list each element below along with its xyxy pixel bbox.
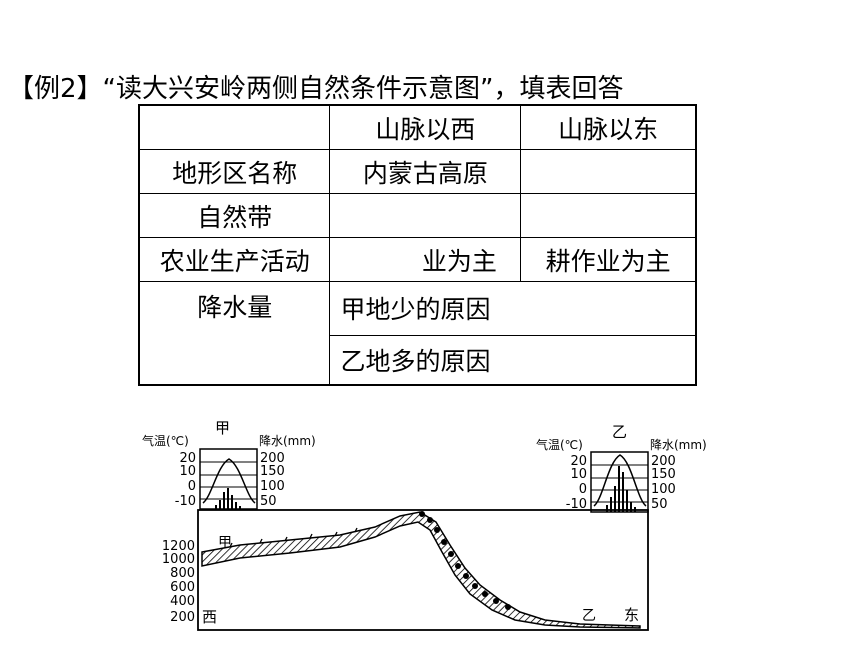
elevation-tick: 1200 — [162, 539, 195, 554]
rain-tick: 200 — [651, 454, 676, 469]
table-header-cell: 山脉以西 — [329, 104, 522, 150]
climate-chart-jia: 气温(℃) 甲 降水(mm) 20 10 0 -10 200 150 100 5… — [142, 419, 316, 510]
table-cell: 自然带 — [138, 193, 331, 238]
rain-bars — [215, 488, 241, 509]
elevation-tick: 1000 — [162, 552, 195, 567]
temp-tick: -10 — [566, 497, 587, 512]
rain-tick: 100 — [260, 479, 285, 494]
elevation-axis: 1200 1000 800 600 400 200 — [162, 539, 195, 625]
grass-marks — [229, 527, 358, 548]
temp-tick: 10 — [179, 464, 196, 479]
rain-tick: 150 — [260, 464, 285, 479]
table-cell: 内蒙古高原 — [329, 149, 522, 194]
rain-tick: 200 — [260, 451, 285, 466]
elevation-tick: 200 — [170, 610, 195, 625]
table-cell: 耕作业为主 — [520, 237, 697, 282]
profile-frame — [197, 509, 649, 631]
rain-tick: 50 — [651, 497, 668, 512]
rain-tick: 50 — [260, 494, 277, 509]
answer-table: 山脉以西 山脉以东 地形区名称 内蒙古高原 自然带 农业生产活动 业为主 耕作业… — [138, 104, 697, 386]
temp-tick: -10 — [175, 494, 196, 509]
terrain-band — [201, 511, 641, 629]
elevation-tick: 400 — [170, 594, 195, 609]
east-label: 东 — [624, 606, 639, 624]
precip-label-cell: 降水量 — [138, 281, 331, 386]
west-label: 西 — [202, 608, 217, 626]
table-header-cell: 山脉以东 — [520, 104, 697, 150]
temp-tick: 20 — [179, 451, 196, 466]
precip-west-cell: 甲地少的原因 — [329, 281, 697, 336]
table-cell: 农业生产活动 — [138, 237, 331, 282]
table-cell: 地形区名称 — [138, 149, 331, 194]
rain-axis-label: 降水(mm) — [259, 434, 316, 448]
question-title: 【例2】“读大兴安岭两侧自然条件示意图”，填表回答 — [8, 74, 624, 104]
climate-chart-yi: 气温(℃) 乙 降水(mm) 20 10 0 -10 200 150 100 5… — [536, 423, 707, 513]
elevation-tick: 600 — [170, 580, 195, 595]
temp-tick: 10 — [570, 467, 587, 482]
elevation-tick: 800 — [170, 566, 195, 581]
vegetation-marks — [419, 511, 511, 610]
rain-tick: 100 — [651, 482, 676, 497]
table-cell — [520, 193, 697, 238]
climate-chart-marker: 甲 — [215, 419, 230, 437]
point-jia-label: 甲 — [218, 535, 232, 551]
table-cell: 业为主 — [329, 237, 522, 282]
rain-axis-label: 降水(mm) — [650, 438, 707, 452]
climate-chart-marker: 乙 — [612, 423, 627, 441]
temperature-curve — [202, 458, 256, 504]
rain-tick: 150 — [651, 467, 676, 482]
precip-east-cell: 乙地多的原因 — [329, 334, 697, 386]
temp-tick: 0 — [579, 482, 587, 497]
table-cell-text: 业为主 — [421, 246, 497, 276]
table-row: 乙地多的原因 — [139, 334, 697, 386]
table-row: 降水量 甲地少的原因 — [138, 281, 697, 386]
temp-tick: 20 — [570, 454, 587, 469]
temp-axis-label: 气温(℃) — [142, 433, 189, 448]
point-yi-label: 乙 — [582, 608, 596, 624]
temp-axis-label: 气温(℃) — [536, 437, 583, 452]
temperature-curve — [593, 454, 647, 507]
table-row: 农业生产活动 业为主 耕作业为主 — [138, 237, 697, 282]
temp-tick: 0 — [188, 479, 196, 494]
